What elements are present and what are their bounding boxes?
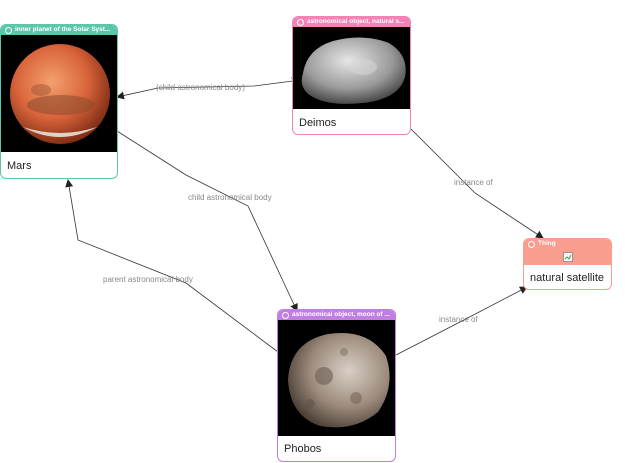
node-type-header: astronomical object, moon of ... — [278, 310, 395, 320]
edge-mars-phobos[interactable]: child astronomical body — [116, 130, 298, 312]
edge-deimos-natural-satellite[interactable]: instance of — [410, 128, 544, 239]
circle-icon — [528, 240, 535, 248]
edge-phobos-natural-satellite[interactable]: instance of — [395, 286, 528, 356]
broken-image-icon — [524, 249, 611, 265]
node-label: Deimos — [299, 117, 337, 129]
node-type-header: Thing — [524, 239, 611, 249]
node-phobos[interactable]: astronomical object, moon of ... Phobos — [277, 309, 396, 462]
deimos-image — [293, 27, 410, 109]
node-type-header: inner planet of the Solar Syst... — [1, 25, 117, 35]
node-deimos[interactable]: astronomical object, natural s... Deimos — [292, 16, 411, 135]
node-natural-satellite[interactable]: Thing natural satellite — [523, 238, 612, 290]
phobos-image — [278, 320, 395, 436]
node-mars[interactable]: inner planet of the Solar Syst... Mars — [0, 24, 118, 179]
node-label: Mars — [7, 160, 32, 172]
edge-phobos-mars[interactable]: parent astronomical body — [65, 179, 279, 353]
edge-label-phobos-mars: parent astronomical body — [103, 275, 193, 284]
edge-label-deimos-natural-satellite: instance of — [454, 178, 493, 187]
node-type-header: astronomical object, natural s... — [293, 17, 410, 27]
circle-icon — [5, 26, 12, 34]
edge-label-phobos-natural-satellite: instance of — [439, 315, 478, 324]
mars-image — [1, 35, 117, 152]
edge-label-deimos-mars: (child astronomical body) — [156, 83, 245, 92]
node-label: Phobos — [284, 443, 322, 455]
node-label: natural satellite — [530, 272, 604, 284]
edge-label-mars-phobos: child astronomical body — [188, 193, 272, 202]
circle-icon — [282, 311, 289, 319]
edge-deimos-mars[interactable]: (child astronomical body) — [116, 77, 300, 100]
circle-icon — [297, 18, 304, 26]
